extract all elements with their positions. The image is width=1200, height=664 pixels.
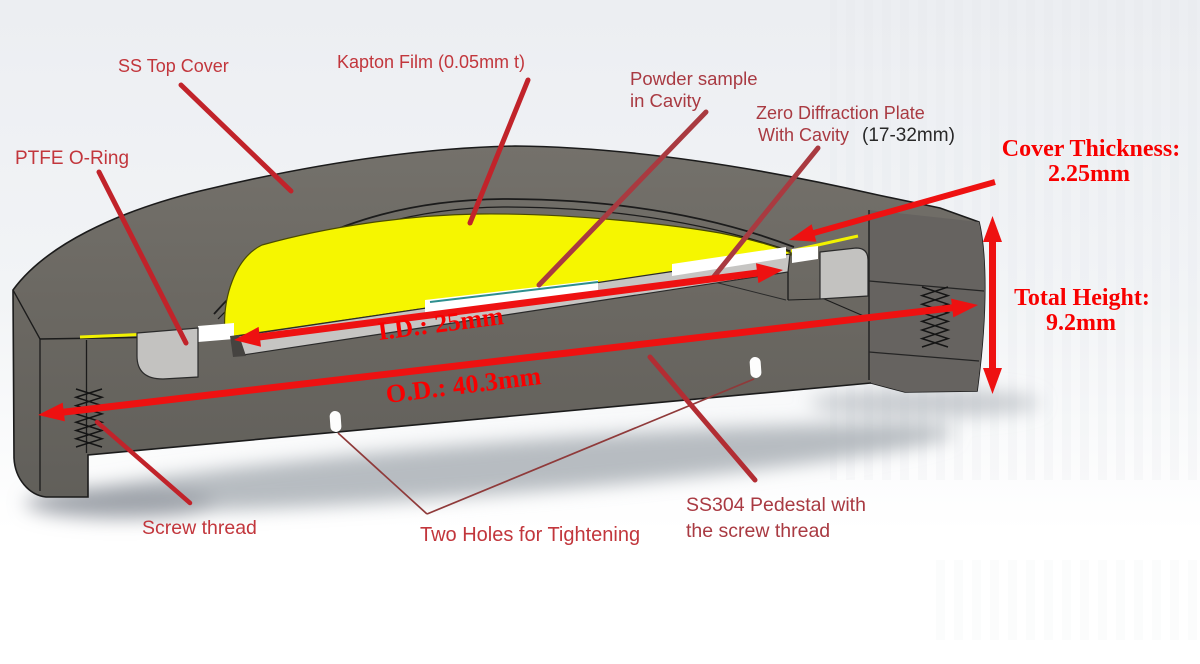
dimension-arrows — [38, 179, 1002, 422]
oring-right — [819, 247, 869, 300]
plate-left-shadow — [230, 335, 246, 357]
screw-thread-right — [919, 286, 951, 348]
callout-powder-sample-line2: in Cavity — [630, 90, 702, 111]
callout-zero-plate-line2: With Cavity — [758, 125, 849, 145]
callout-zero-plate-line1: Zero Diffraction Plate — [756, 103, 925, 123]
callout-kapton-film: Kapton Film (0.05mm t) — [337, 52, 525, 72]
leader-kapton-film — [467, 77, 531, 226]
dim-cover-thickness-line1: Cover Thickness: — [1002, 136, 1180, 162]
callout-ss-top-cover: SS Top Cover — [118, 56, 229, 76]
cover-thickness-arrow — [789, 179, 996, 242]
callout-two-holes: Two Holes for Tightening — [420, 524, 640, 546]
leader-ss-top-cover — [178, 82, 294, 194]
kapton-film-dome — [223, 213, 792, 338]
callout-pedestal-line2: the screw thread — [686, 520, 830, 542]
callout-zero-plate-range: (17-32mm) — [862, 125, 955, 146]
tightening-hole-left — [329, 410, 342, 432]
leader-hole-left — [337, 432, 428, 515]
leader-ptfe-oring — [96, 169, 189, 346]
callout-leaders — [94, 77, 821, 506]
background-banding-low — [930, 560, 1200, 640]
leader-zero-plate — [709, 145, 821, 282]
leader-hole-right — [426, 378, 755, 515]
tightening-hole-right — [749, 356, 762, 378]
right-cut-face — [869, 210, 985, 392]
leader-pedestal — [647, 354, 758, 483]
cavity-sliver-left — [198, 323, 234, 342]
cavity-sliver-right — [792, 246, 818, 263]
callout-pedestal-line1: SS304 Pedestal with — [686, 494, 866, 516]
callout-screw-thread: Screw thread — [142, 517, 257, 539]
leader-screw-thread — [94, 419, 193, 506]
sample-cavity-strip — [425, 280, 598, 313]
dim-total-height-line1: Total Height: — [1014, 285, 1150, 311]
dim-cover-thickness-line2: 2.25mm — [1048, 161, 1130, 187]
od-arrow — [38, 298, 978, 422]
callout-powder-sample-line1: Powder sample — [630, 68, 758, 89]
total-height-arrow — [983, 216, 1002, 394]
two-holes-leaders — [337, 378, 755, 515]
id-arrow — [234, 263, 783, 347]
sample-strip-teal-edge — [429, 281, 599, 303]
screw-thread-left — [73, 388, 105, 448]
dim-total-height-line2: 9.2mm — [1046, 310, 1116, 336]
oring-left — [136, 327, 199, 380]
callout-ptfe-oring: PTFE O-Ring — [15, 148, 129, 169]
leader-powder-sample — [536, 109, 709, 288]
